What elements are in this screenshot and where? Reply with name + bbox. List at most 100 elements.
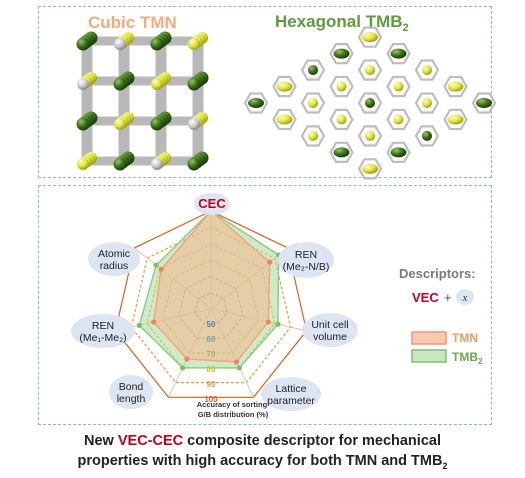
hex-tmb2-title: Hexagonal TMB2 xyxy=(275,12,409,34)
axis-label-bubble xyxy=(302,313,358,347)
cubic-atom xyxy=(151,78,163,90)
radar-panel xyxy=(38,185,492,425)
axis-label-text: length xyxy=(117,393,146,405)
caption-line-2: properties with high accuracy for both T… xyxy=(77,453,448,471)
radar-ring-label: 80 xyxy=(207,365,216,374)
cubic-atom xyxy=(150,37,164,51)
axis-label-text: parameter xyxy=(267,395,315,407)
hex-atom xyxy=(333,48,350,59)
radar-ring-label: 70 xyxy=(207,350,216,359)
axis-label-text: Lattice xyxy=(276,383,307,395)
axis-label-bubble xyxy=(71,314,135,348)
radar-point xyxy=(153,262,159,268)
hex-atom xyxy=(393,81,404,92)
hex-atom xyxy=(422,65,432,76)
hex-bonds xyxy=(243,26,497,180)
cubic-atom xyxy=(150,117,164,131)
radar-ring-label: 90 xyxy=(207,380,216,389)
hexagonal-lattice-illustration xyxy=(243,26,497,180)
descriptor-plus: + xyxy=(444,290,452,305)
hex-atom xyxy=(362,32,378,43)
radar-point xyxy=(265,319,271,325)
hex-atom xyxy=(390,147,407,158)
cubic-atom xyxy=(188,118,200,130)
cubic-atom xyxy=(113,77,127,91)
axis-label-text: Unit cell xyxy=(311,319,348,331)
axis-label-text: volume xyxy=(313,331,347,343)
axis-label-bubble xyxy=(261,377,321,411)
cubic-atom xyxy=(113,157,127,171)
axis-label-text: Atomic xyxy=(98,248,130,260)
hex-atom xyxy=(362,163,378,174)
cubic-atom xyxy=(76,37,90,51)
hex-atom xyxy=(365,98,375,108)
radar-point xyxy=(233,359,240,365)
cubic-tmn-title: Cubic TMN xyxy=(88,13,177,32)
hex-atom xyxy=(308,130,318,141)
cubic-atom xyxy=(151,158,163,170)
hex-atom xyxy=(365,65,375,76)
legend-tmb2-swatch xyxy=(411,349,447,363)
cubic-atom xyxy=(114,118,126,130)
radar-point xyxy=(236,365,242,371)
legend-tmn-label: TMN xyxy=(452,331,478,345)
radar-point xyxy=(184,356,190,362)
cubic-atom xyxy=(188,38,200,50)
radar-point xyxy=(151,319,157,325)
cubic-bonds xyxy=(81,36,204,166)
cubic-atom xyxy=(76,117,90,131)
radar-series-area xyxy=(152,210,271,363)
axis-label-text: REN xyxy=(295,249,317,261)
radar-point xyxy=(267,259,273,265)
radar-series xyxy=(138,210,280,369)
radar-axis-title: Accuracy of sorting G/B distribution (%) xyxy=(197,400,270,419)
caption-line-1: New VEC-CEC composite descriptor for mec… xyxy=(84,433,441,449)
radar-point xyxy=(180,365,186,371)
axis-label-text: CEC xyxy=(198,196,226,211)
axis-label-text: radius xyxy=(100,260,129,272)
axis-label-text: Bond xyxy=(119,381,144,393)
hex-atom xyxy=(336,114,347,125)
axis-label-bubble xyxy=(88,242,140,276)
hex-atoms xyxy=(248,32,492,174)
axis-label-bubble xyxy=(109,375,153,409)
radar-point xyxy=(158,266,164,272)
hex-atom xyxy=(447,114,464,125)
radar-ring-label: 50 xyxy=(207,320,216,329)
cubic-atom xyxy=(187,77,201,91)
hex-atom xyxy=(447,81,464,92)
cubic-atoms xyxy=(76,31,209,171)
cubic-lattice-illustration xyxy=(76,31,209,171)
legend-tmn-swatch xyxy=(411,331,447,345)
descriptors-title: Descriptors: xyxy=(399,266,476,281)
hex-atom xyxy=(422,130,432,141)
hex-atom xyxy=(365,130,375,141)
axis-label-text: (Me₂-N/B) xyxy=(283,261,330,273)
cubic-atom xyxy=(187,157,201,171)
axis-label-text: REN xyxy=(92,320,114,332)
hex-atom xyxy=(476,98,492,108)
hex-atom xyxy=(276,81,293,92)
hex-atom xyxy=(308,65,318,76)
cubic-atom xyxy=(77,158,89,170)
hex-atom xyxy=(422,98,432,108)
hex-atom xyxy=(333,147,350,158)
descriptor-x: x xyxy=(462,292,468,304)
legend-tmb2-label: TMB2 xyxy=(452,350,483,366)
radar-point xyxy=(136,322,142,328)
axis-label-text: (Me₁-Me₂) xyxy=(79,332,126,344)
hex-atom xyxy=(393,114,404,125)
hex-atom xyxy=(248,98,264,108)
cubic-atom xyxy=(77,78,89,90)
radar-point xyxy=(275,321,281,327)
top-structure-panel xyxy=(38,6,492,178)
radar-ring-label: 60 xyxy=(207,335,216,344)
hex-atom xyxy=(390,48,407,59)
hex-atom xyxy=(276,114,293,125)
descriptor-vec: VEC xyxy=(412,290,439,305)
hex-atom xyxy=(336,81,347,92)
radar-ring-label: 100 xyxy=(204,395,218,404)
